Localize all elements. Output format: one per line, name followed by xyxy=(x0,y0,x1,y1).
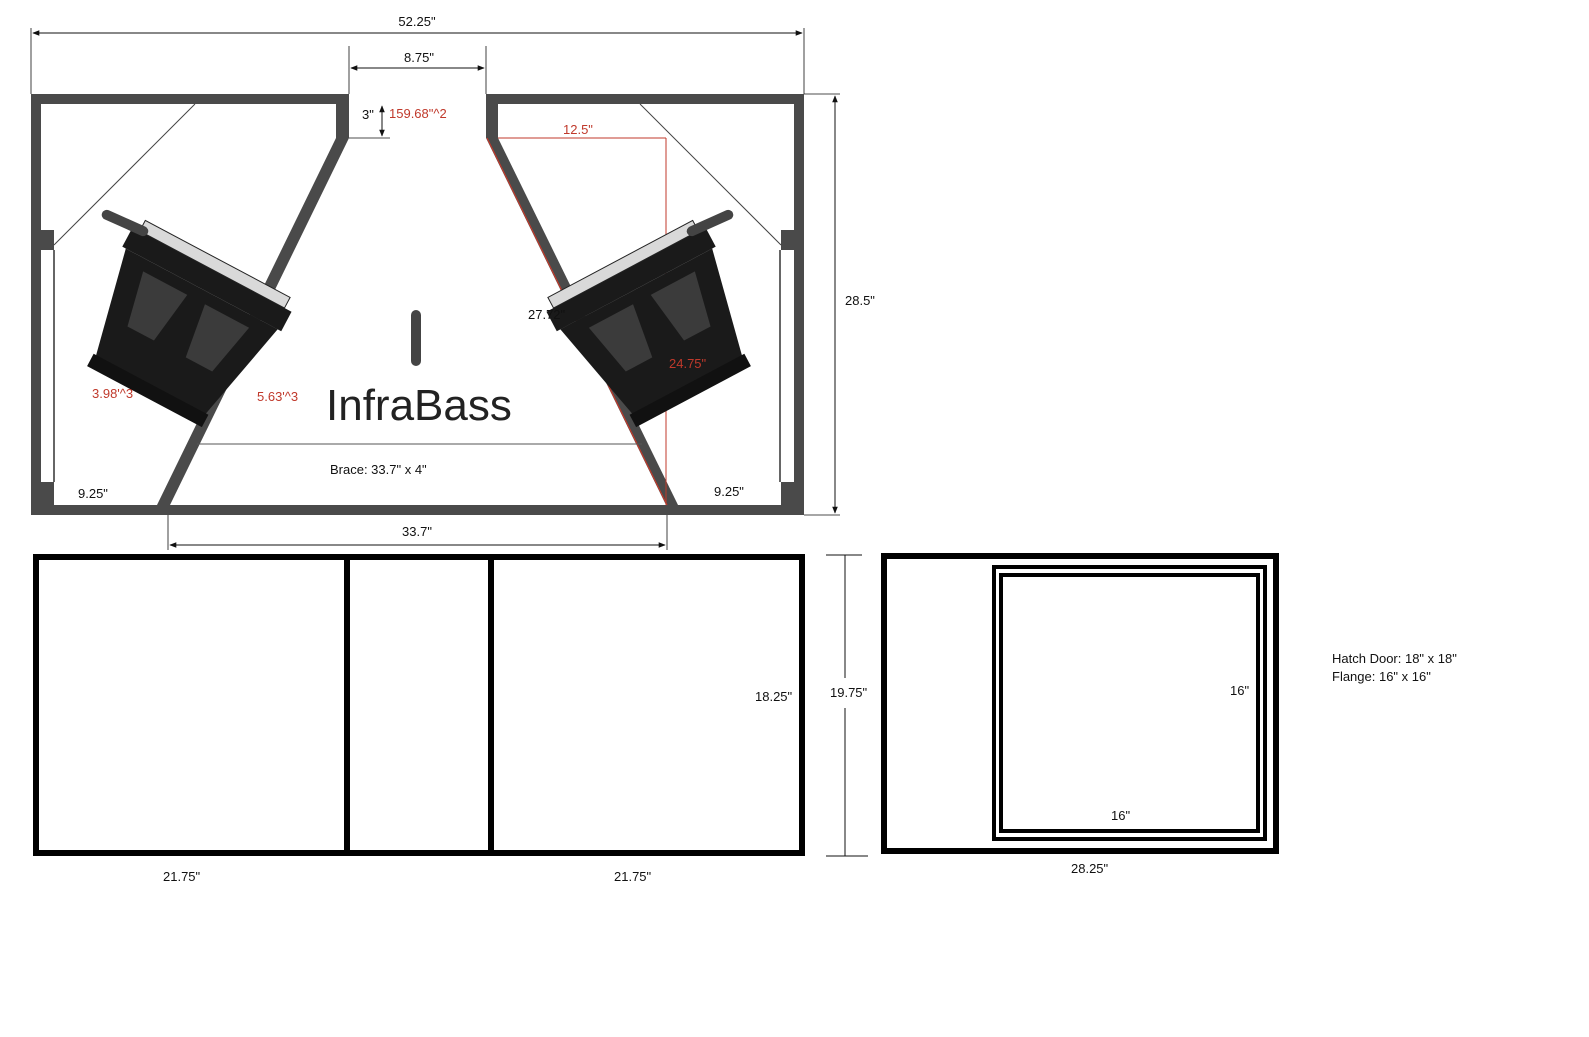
top-wall-right xyxy=(486,94,804,104)
hatch-notes: Hatch Door: 18" x 18" Flange: 16" x 16" xyxy=(1332,650,1457,686)
slant-offset-label: 12.5" xyxy=(563,122,593,137)
left-speaker xyxy=(87,219,292,428)
right-handle-block-bottom xyxy=(781,482,794,505)
overall-width-label: 52.25" xyxy=(398,14,436,29)
cabinet-walls xyxy=(31,94,804,515)
port-width-label: 8.75" xyxy=(404,50,434,65)
right-bottom-panel-label: 9.25" xyxy=(714,484,744,499)
brand-logo: InfraBass xyxy=(326,381,512,430)
port-depth-label: 3" xyxy=(362,107,374,122)
overall-height-label: 28.5" xyxy=(845,293,875,308)
port-lip-left xyxy=(336,104,349,138)
left-speaker-magnet xyxy=(87,353,209,428)
port-area-label: 159.68"^2 xyxy=(389,106,447,121)
front-outline xyxy=(33,554,805,856)
left-speaker-window-2 xyxy=(185,304,250,372)
baffle-height-label: 24.75" xyxy=(669,356,707,371)
left-chamber-volume: 3.98'^3 xyxy=(92,386,133,401)
flange-width-label: 16" xyxy=(1111,808,1130,823)
side-view: 16" 16" 28.25" xyxy=(881,553,1279,876)
top-wall-left xyxy=(31,94,349,104)
left-speaker-window-1 xyxy=(127,271,188,341)
port-lip-right xyxy=(486,104,498,138)
left-handle-bar xyxy=(101,209,149,237)
baffle-length-label: 27.72" xyxy=(528,307,566,322)
front-right-width-label: 21.75" xyxy=(614,869,652,884)
right-wall xyxy=(794,94,804,515)
brace-label: Brace: 33.7" x 4" xyxy=(330,462,427,477)
front-view: 21.75" 21.75" 18.25" 19.75" xyxy=(33,554,868,884)
bottom-wall xyxy=(31,505,804,515)
right-speaker-window-2 xyxy=(650,271,711,341)
front-left-width-label: 21.75" xyxy=(163,869,201,884)
left-wall xyxy=(31,94,41,515)
right-handle-block-top xyxy=(781,230,794,250)
flange-outline xyxy=(999,573,1260,833)
left-bottom-panel-label: 9.25" xyxy=(78,486,108,501)
right-corner-brace xyxy=(639,103,782,246)
front-outer-height-label: 19.75" xyxy=(830,685,868,700)
left-handle-block-bottom xyxy=(41,482,54,505)
side-width-label: 28.25" xyxy=(1071,861,1109,876)
right-speaker-magnet xyxy=(629,353,751,428)
bottom-span-label: 33.7" xyxy=(402,524,432,539)
right-handle-bar xyxy=(686,209,734,237)
center-chamber-volume: 5.63'^3 xyxy=(257,389,298,404)
hatch-door-note: Hatch Door: 18" x 18" xyxy=(1332,651,1457,666)
right-speaker xyxy=(546,219,751,428)
left-speaker-surround xyxy=(122,227,292,332)
flange-height-label: 16" xyxy=(1230,683,1249,698)
front-inner-height-label: 18.25" xyxy=(755,689,793,704)
hatch-door-outline xyxy=(992,565,1267,841)
right-speaker-window-1 xyxy=(588,304,653,372)
flange-note: Flange: 16" x 16" xyxy=(1332,669,1431,684)
side-outline xyxy=(881,553,1279,854)
right-speaker-surround xyxy=(546,227,716,332)
center-handle-bar xyxy=(411,310,421,366)
left-handle-block-top xyxy=(41,230,54,250)
left-corner-brace xyxy=(53,103,196,246)
top-view: InfraBass 52.25" 8.75" 3" 159.68"^2 28.5… xyxy=(30,14,875,550)
